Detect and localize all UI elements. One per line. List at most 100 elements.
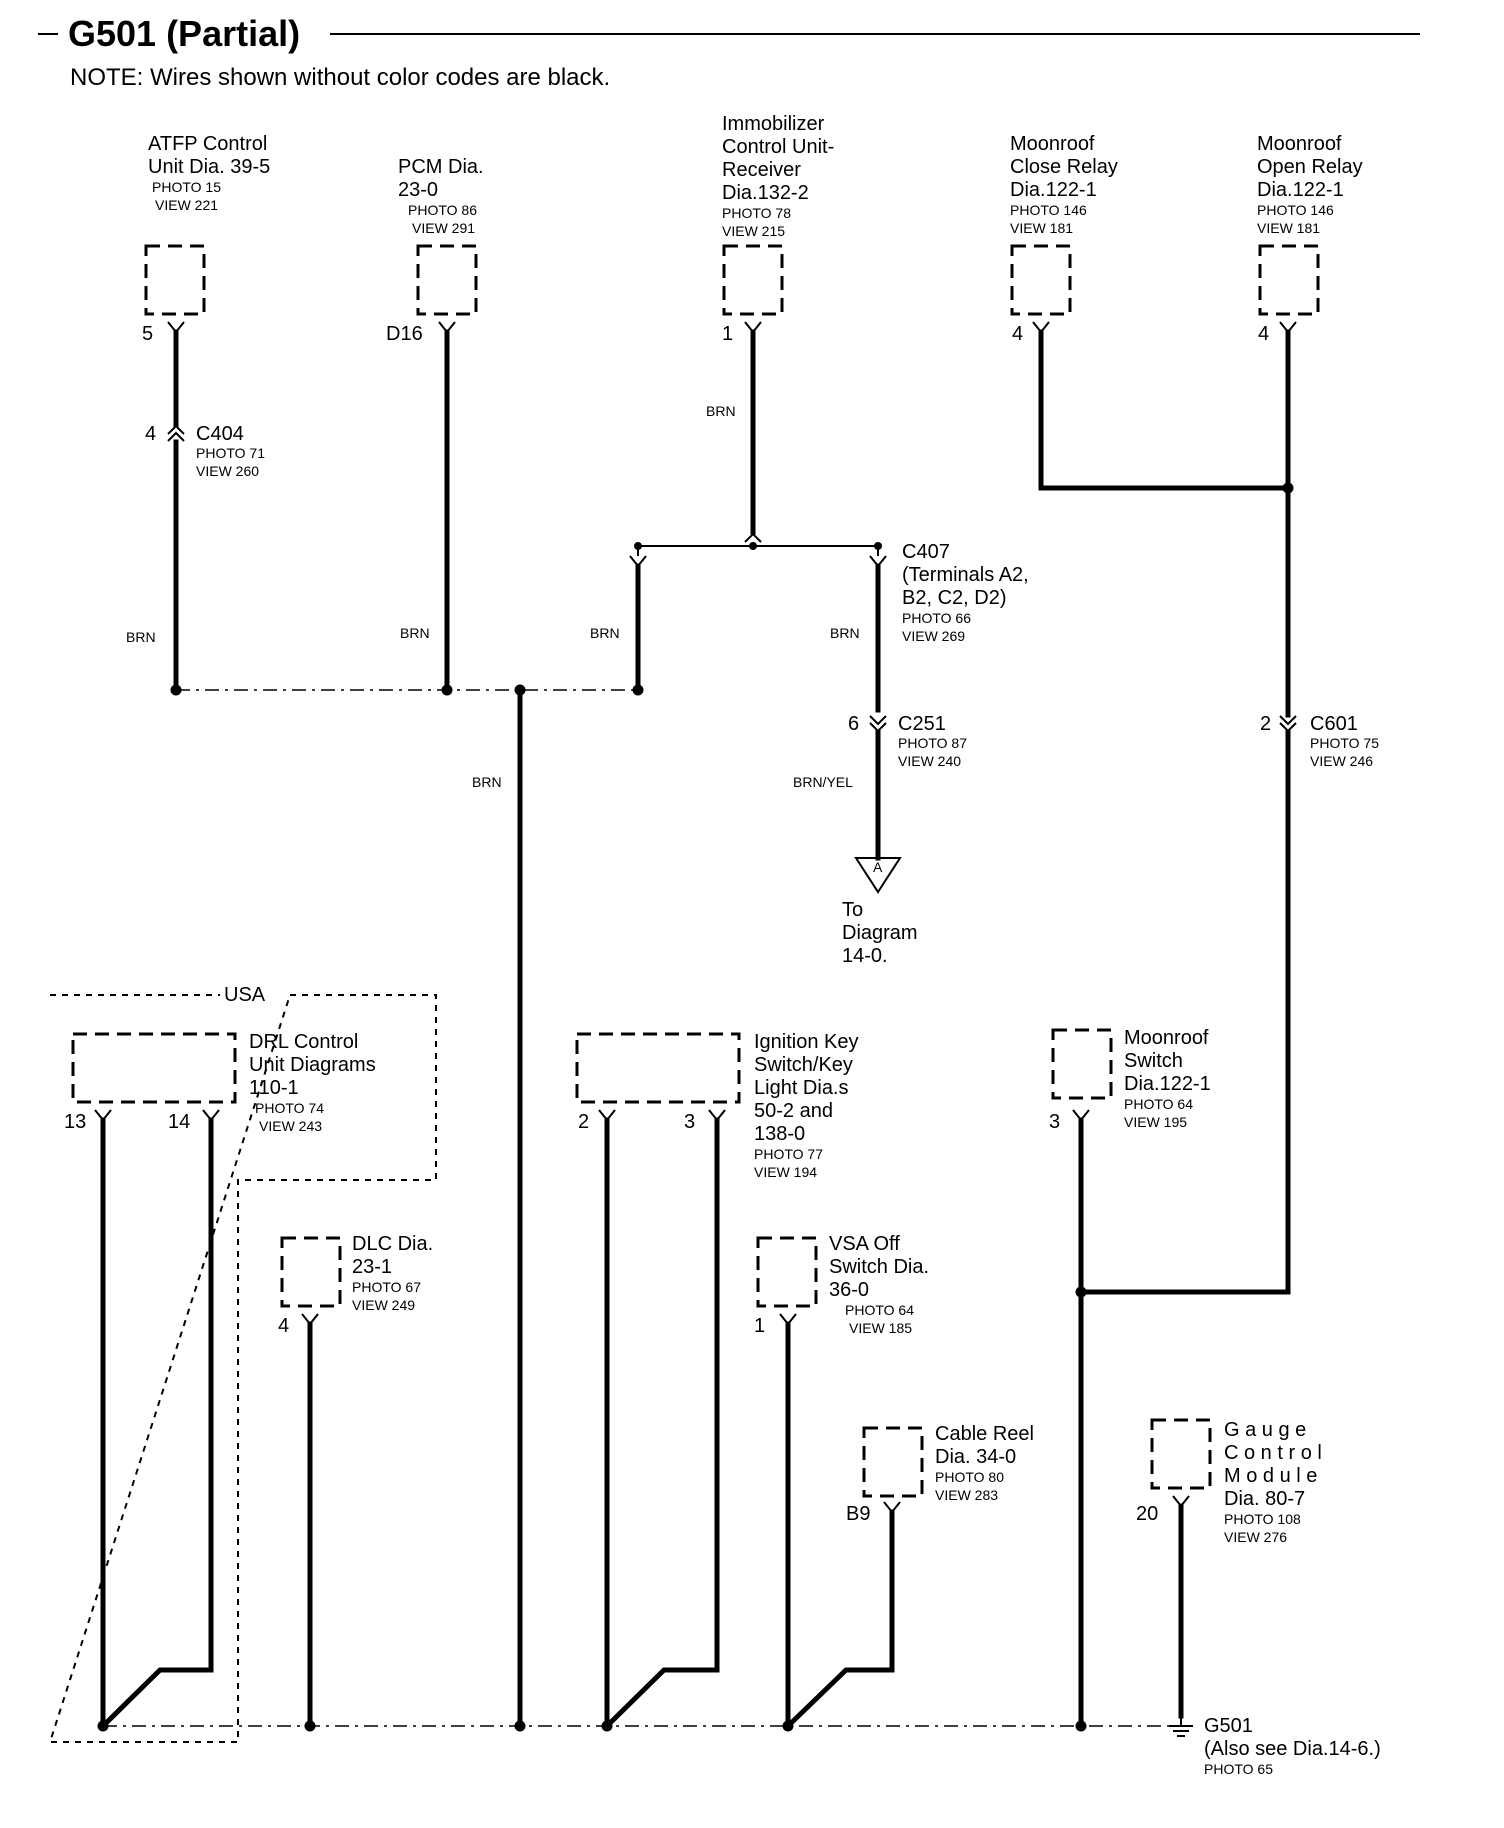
- dlc-photo: PHOTO 67: [352, 1279, 421, 1295]
- ground-see: (Also see Dia.14-6.): [1204, 1738, 1381, 1760]
- gauge-box: [1150, 1418, 1212, 1490]
- atfp-view: VIEW 221: [155, 197, 218, 213]
- dlc-box: [280, 1236, 342, 1308]
- drl-pin-a: 13: [64, 1111, 86, 1133]
- ground-node-mswitch: [1075, 1720, 1087, 1732]
- mswitch-label-2: Switch: [1124, 1050, 1183, 1072]
- cable-reel-view: VIEW 283: [935, 1487, 998, 1503]
- atfp-control-unit: ATFP Control Unit Dia. 39-5 PHOTO 15 VIE…: [142, 133, 270, 345]
- atfp-label-1: ATFP Control: [148, 133, 267, 155]
- ignition-label-5: 138-0: [754, 1123, 805, 1145]
- ground-node-ignition: [601, 1720, 613, 1732]
- main-wire-color: BRN: [472, 774, 502, 790]
- gauge-pin: 20: [1136, 1503, 1158, 1525]
- atfp-photo: PHOTO 15: [152, 179, 221, 195]
- c407-view: VIEW 269: [902, 628, 965, 644]
- vsa-view: VIEW 185: [849, 1320, 912, 1336]
- c251-photo: PHOTO 87: [898, 735, 967, 751]
- ignition-label-1: Ignition Key: [754, 1031, 859, 1053]
- offpage-label-2: Diagram: [842, 922, 918, 944]
- mswitch-view: VIEW 195: [1124, 1114, 1187, 1130]
- mclose-label-3: Dia.122-1: [1010, 179, 1097, 201]
- ignition-label-3: Light Dia.s: [754, 1077, 849, 1099]
- cable-reel-photo: PHOTO 80: [935, 1469, 1004, 1485]
- c251-wire-color: BRN/YEL: [793, 774, 853, 790]
- mopen-pin: 4: [1258, 323, 1269, 345]
- pcm-label-1: PCM Dia.: [398, 156, 484, 178]
- cable-reel-pin: B9: [846, 1503, 870, 1525]
- mopen-label-3: Dia.122-1: [1257, 179, 1344, 201]
- immob-label-4: Dia.132-2: [722, 182, 809, 204]
- mswitch-label-1: Moonroof: [1124, 1027, 1209, 1049]
- pcm-photo: PHOTO 86: [408, 202, 477, 218]
- atfp-wire-color: BRN: [126, 629, 156, 645]
- usa-region-outline: [48, 994, 437, 1743]
- c407-label-1: C407: [902, 541, 950, 563]
- vsa-label-3: 36-0: [829, 1279, 869, 1301]
- gauge-label-2: C o n t r o l: [1224, 1442, 1322, 1464]
- gauge-label-4: Dia. 80-7: [1224, 1488, 1305, 1510]
- c407-label-3: B2, C2, D2): [902, 587, 1006, 609]
- mclose-pin: 4: [1012, 323, 1023, 345]
- c601-view: VIEW 246: [1310, 753, 1373, 769]
- mopen-photo: PHOTO 146: [1257, 202, 1334, 218]
- offpage-label-1: To: [842, 899, 863, 921]
- immobilizer-control-unit: Immobilizer Control Unit- Receiver Dia.1…: [722, 113, 834, 345]
- cable-reel: Cable Reel Dia. 34-0 PHOTO 80 VIEW 283 B…: [846, 1423, 1034, 1525]
- vsa-off-switch: VSA Off Switch Dia. 36-0 PHOTO 64 VIEW 1…: [754, 1233, 929, 1337]
- c407-left-wire-color: BRN: [590, 625, 620, 641]
- ignition-label-4: 50-2 and: [754, 1100, 833, 1122]
- drl-pin-b: 14: [168, 1111, 190, 1133]
- ignition-view: VIEW 194: [754, 1164, 817, 1180]
- offpage-marker: A: [873, 859, 883, 875]
- c407-node-center: [749, 542, 757, 550]
- ignition-wire-b: [603, 1117, 720, 1730]
- cable-reel-label-2: Dia. 34-0: [935, 1446, 1016, 1468]
- c407-center-terminal-icon: [744, 532, 762, 543]
- mopen-box: [1258, 244, 1320, 316]
- ignition-key-switch: Ignition Key Switch/Key Light Dia.s 50-2…: [575, 1031, 859, 1180]
- cable-reel-label-1: Cable Reel: [935, 1423, 1034, 1445]
- ignition-label-2: Switch/Key: [754, 1054, 853, 1076]
- gauge-label-1: G a u g e: [1224, 1419, 1306, 1441]
- diagram-title: G501 (Partial): [68, 13, 300, 54]
- ground-node-vsa: [782, 1720, 794, 1732]
- drl-box: [71, 1032, 237, 1104]
- vsa-box: [756, 1236, 818, 1308]
- vsa-label-1: VSA Off: [829, 1233, 900, 1255]
- c407-right-wire-color: BRN: [830, 625, 860, 641]
- immob-pin: 1: [722, 323, 733, 345]
- atfp-box: [144, 244, 206, 316]
- mswitch-splice: [1075, 1286, 1087, 1298]
- ground-name: G501: [1204, 1715, 1253, 1737]
- atfp-label-2: Unit Dia. 39-5: [148, 156, 270, 178]
- drl-view: VIEW 243: [259, 1118, 322, 1134]
- pcm-view: VIEW 291: [412, 220, 475, 236]
- atfp-pin: 5: [142, 323, 153, 345]
- vsa-pin: 1: [754, 1315, 765, 1337]
- pcm: PCM Dia. 23-0 PHOTO 86 VIEW 291 D16: [386, 156, 484, 345]
- drl-label-1: DRL Control: [249, 1031, 358, 1053]
- immob-photo: PHOTO 78: [722, 205, 791, 221]
- mswitch-pin: 3: [1049, 1111, 1060, 1133]
- mclose-box: [1010, 244, 1072, 316]
- offpage-label-3: 14-0.: [842, 945, 888, 967]
- diagram-note: NOTE: Wires shown without color codes ar…: [70, 64, 610, 91]
- dlc-label-1: DLC Dia.: [352, 1233, 433, 1255]
- gauge-photo: PHOTO 108: [1224, 1511, 1301, 1527]
- c601-photo: PHOTO 75: [1310, 735, 1379, 751]
- c251-name: C251: [898, 713, 946, 735]
- moonroof-relay-splice: [1282, 482, 1294, 494]
- cable-reel-box: [862, 1426, 924, 1498]
- c601-name: C601: [1310, 713, 1358, 735]
- immob-label-3: Receiver: [722, 159, 801, 181]
- gauge-control-module: G a u g e C o n t r o l M o d u l e Dia.…: [1136, 1418, 1322, 1545]
- gauge-view: VIEW 276: [1224, 1529, 1287, 1545]
- c407-label-2: (Terminals A2,: [902, 564, 1029, 586]
- moonroof-switch: Moonroof Switch Dia.122-1 PHOTO 64 VIEW …: [1049, 1027, 1211, 1133]
- mswitch-label-3: Dia.122-1: [1124, 1073, 1211, 1095]
- vsa-photo: PHOTO 64: [845, 1302, 914, 1318]
- ground-node-main: [514, 1720, 526, 1732]
- splice-node-atfp: [170, 684, 182, 696]
